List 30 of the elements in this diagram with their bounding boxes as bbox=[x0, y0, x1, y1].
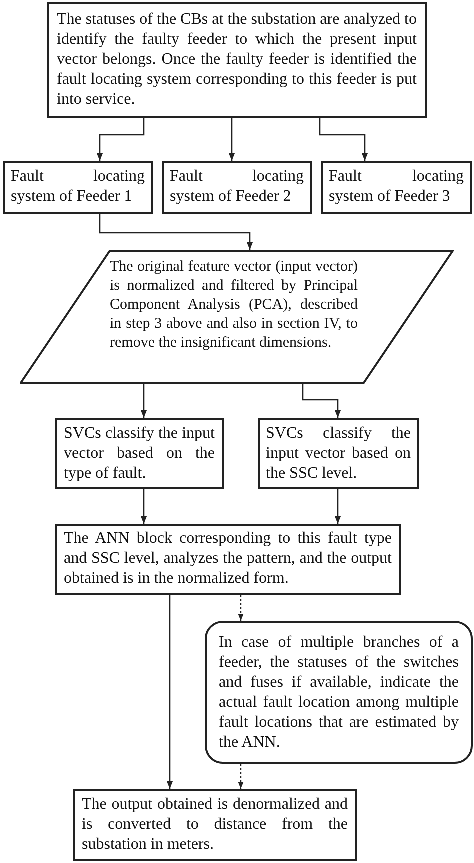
note-box bbox=[205, 621, 473, 764]
process-box bbox=[73, 789, 357, 861]
process-box bbox=[162, 161, 312, 214]
step-text: The statuses of the CBs at the substation are analyzed to identify the faulty feeder to which the present input vector belongs. Once the faulty feeder is identified the fault locating system corresponding to this feeder is put into service. bbox=[57, 10, 417, 110]
arrow bbox=[228, 118, 236, 161]
step-text: The ANN block corresponding to this fault type and SSC level, analyzes the pattern, and the output obtained is in the normalized form. bbox=[64, 529, 392, 589]
step-text: SVCs classify the input vector based on the type of fault. bbox=[64, 424, 215, 484]
step-text: In case of multiple branches of a feeder, the statuses of the switches and fuses if available, indicate the actual fault location among multiple fault locations that are estimated by the ANN. bbox=[219, 633, 459, 753]
step-text: Fault locating system of Feeder 1 bbox=[11, 167, 145, 207]
arrow bbox=[238, 595, 244, 621]
step-text: SVCs classify the input vector based on the SSC level. bbox=[266, 424, 411, 484]
arrow bbox=[166, 595, 174, 789]
arrow bbox=[334, 489, 342, 524]
arrow bbox=[319, 118, 368, 161]
process-box bbox=[55, 418, 224, 489]
arrow bbox=[140, 489, 148, 524]
process-box bbox=[55, 524, 401, 595]
process-box bbox=[47, 2, 427, 118]
arrow bbox=[302, 384, 342, 418]
process-box bbox=[3, 161, 153, 214]
step-text: Fault locating system of Feeder 2 bbox=[170, 167, 304, 207]
arrow bbox=[99, 214, 254, 250]
step-text: Fault locating system of Feeder 3 bbox=[329, 167, 464, 207]
step-text: The original feature vector (input vector) is normalized and filtered by Principal Component Analysis (PCA), described in step 3 above and also in section IV, to remove the insignificant dimensions. bbox=[110, 258, 358, 353]
arrow bbox=[238, 764, 244, 789]
arrow bbox=[96, 118, 145, 161]
process-box bbox=[258, 418, 419, 489]
step-text: The output obtained is denormalized and is converted to distance from the substation in meters. bbox=[82, 795, 348, 855]
arrow bbox=[140, 384, 148, 418]
process-box bbox=[321, 161, 472, 214]
